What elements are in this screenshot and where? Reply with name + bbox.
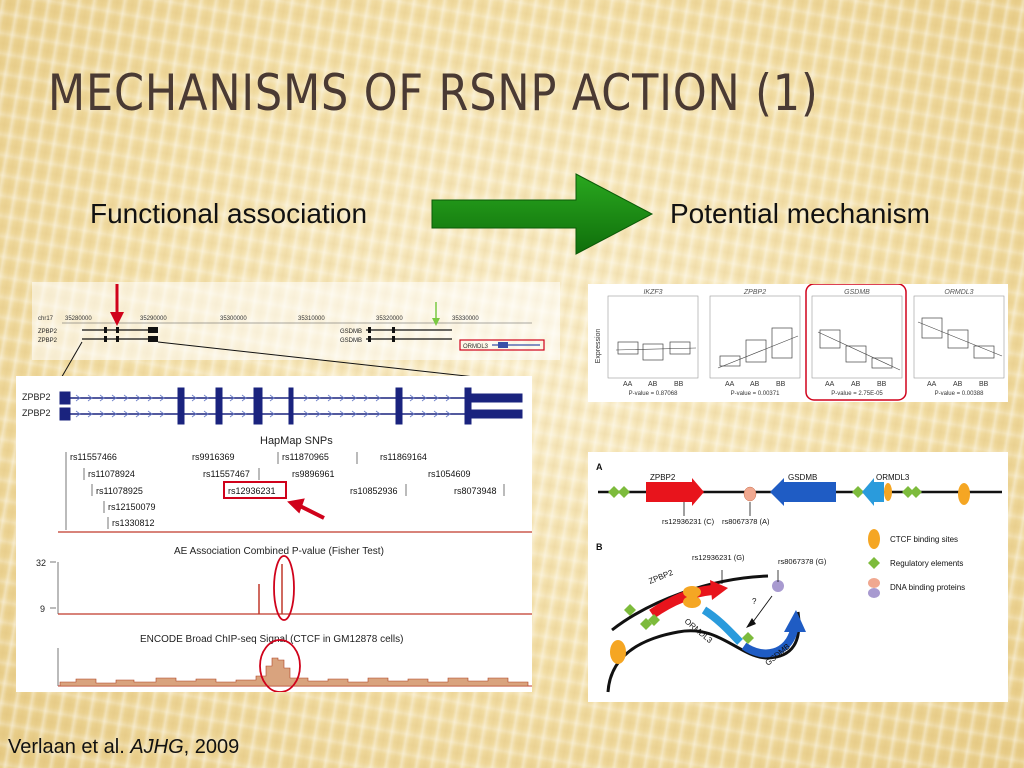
- snp-label: rs11557466: [70, 452, 117, 462]
- genome-browser-overview: chr17 35280000 35290000 35300000 3531000…: [32, 282, 560, 360]
- question-mark: ?: [752, 597, 757, 606]
- boxplot-gene-title: IKZF3: [643, 289, 662, 296]
- legend-dna-protein-icon: [868, 588, 880, 598]
- chip-track-title: ENCODE Broad ChIP-seq Signal (CTCF in GM…: [140, 634, 403, 645]
- boxplot-pvalue: P-value = 0.00388: [935, 391, 985, 397]
- coord-label: 35320000: [376, 316, 403, 322]
- boxplot-cat: AA: [927, 381, 937, 388]
- overview-gene-label: GSDMB: [340, 338, 362, 344]
- chrom-label: chr17: [38, 316, 54, 322]
- snp-label: rs10852936: [350, 486, 398, 496]
- snp-b-label: rs12936231 (G): [692, 553, 745, 562]
- snp-track-title: HapMap SNPs: [260, 435, 333, 447]
- snp-b-label: rs8067378 (G): [778, 557, 827, 566]
- legend-label: DNA binding proteins: [890, 583, 965, 592]
- boxplot-gene-title: ZPBP2: [743, 289, 766, 296]
- legend-dna-protein-icon: [868, 578, 880, 588]
- ormdl3-overview-label: ORMDL3: [463, 344, 489, 350]
- boxplot-cat: AB: [750, 381, 760, 388]
- citation-authors: Verlaan et al.: [8, 736, 131, 758]
- overview-gene-label: ZPBP2: [38, 329, 58, 335]
- green-arrow-icon: [431, 173, 654, 255]
- legend-label: Regulatory elements: [890, 559, 963, 568]
- boxplot-gene-title: GSDMB: [844, 289, 870, 296]
- functional-association-label: Functional association: [90, 198, 368, 229]
- boxplot-cat: BB: [979, 381, 989, 388]
- gsdmb-highlight-box: [805, 284, 907, 401]
- potential-mechanism-label: Potential mechanism: [670, 198, 930, 229]
- zoom-gene-label: ZPBP2: [22, 408, 51, 418]
- panel-b-label: B: [596, 542, 603, 552]
- boxplot-cat: BB: [776, 381, 786, 388]
- boxplot-cat: AA: [725, 381, 735, 388]
- overview-gene-label: GSDMB: [340, 329, 362, 335]
- snp-label: rs9896961: [292, 469, 335, 479]
- coord-label: 35300000: [220, 316, 247, 322]
- mechanism-model: A ZPBP2 GSDMB ORMDL3 rs12936231 (C) rs80…: [588, 452, 1008, 702]
- assoc-track-title: AE Association Combined P-value (Fisher …: [174, 546, 384, 557]
- citation-journal: AJHG: [130, 736, 184, 758]
- citation: Verlaan et al. AJHG, 2009: [8, 736, 239, 759]
- boxplot-cat: AB: [953, 381, 963, 388]
- boxplot-cat: AA: [825, 381, 835, 388]
- coord-label: 35310000: [298, 316, 325, 322]
- assoc-tick: 32: [36, 558, 46, 568]
- panel-a-label: A: [596, 462, 603, 472]
- boxplot-ylabel: Expression: [595, 329, 602, 364]
- assoc-tick: 9: [40, 604, 45, 614]
- coord-label: 35330000: [452, 316, 479, 322]
- snp-label: rs11870965: [282, 452, 329, 462]
- snp-label: rs1054609: [428, 469, 471, 479]
- snp-label: rs9916369: [192, 452, 235, 462]
- boxplot-pvalue: P-value = 0.87068: [629, 391, 679, 397]
- snp-label: rs11078925: [96, 486, 143, 496]
- legend-ctcf-icon: [868, 529, 880, 549]
- coord-label: 35290000: [140, 316, 167, 322]
- snp-label: rs11869164: [380, 452, 427, 462]
- expression-boxplots: Expression IKZF3 AA AB BB P-value = 0.87…: [588, 284, 1008, 402]
- gene-a-label: ZPBP2: [650, 473, 676, 482]
- snp-label: rs8073948: [454, 486, 497, 496]
- snp-a-label: rs12936231 (C): [662, 517, 715, 526]
- snp-label: rs11557467: [203, 469, 250, 479]
- boxplot-cat: AA: [623, 381, 633, 388]
- snp-label: rs12936231: [228, 486, 276, 496]
- slide-title: MECHANISMS OF RSNP ACTION (1): [48, 64, 819, 122]
- gene-a-label: GSDMB: [788, 473, 817, 482]
- snp-a-label: rs8067378 (A): [722, 517, 770, 526]
- gene-a-label: ORMDL3: [876, 473, 910, 482]
- genome-browser-zoom: ZPBP2 ZPBP2 HapMap SNPs rs11557466 rs110…: [16, 376, 532, 692]
- snp-label: rs11078924: [88, 469, 135, 479]
- boxplot-pvalue: P-value = 2.75E-05: [831, 391, 883, 397]
- boxplot-cat: BB: [674, 381, 684, 388]
- snp-label: rs1330812: [112, 518, 155, 528]
- citation-year: , 2009: [183, 736, 240, 758]
- snp-label: rs12150079: [108, 502, 156, 512]
- boxplot-pvalue: P-value = 0.00371: [731, 391, 781, 397]
- legend-label: CTCF binding sites: [890, 535, 958, 544]
- boxplot-cat: AB: [648, 381, 658, 388]
- boxplot-cat: BB: [877, 381, 887, 388]
- boxplot-cat: AB: [851, 381, 861, 388]
- coord-label: 35280000: [65, 316, 92, 322]
- legend-regulatory-icon: [868, 557, 880, 569]
- zoom-gene-label: ZPBP2: [22, 392, 51, 402]
- boxplot-gene-title: ORMDL3: [944, 289, 973, 296]
- overview-gene-label: ZPBP2: [38, 338, 58, 344]
